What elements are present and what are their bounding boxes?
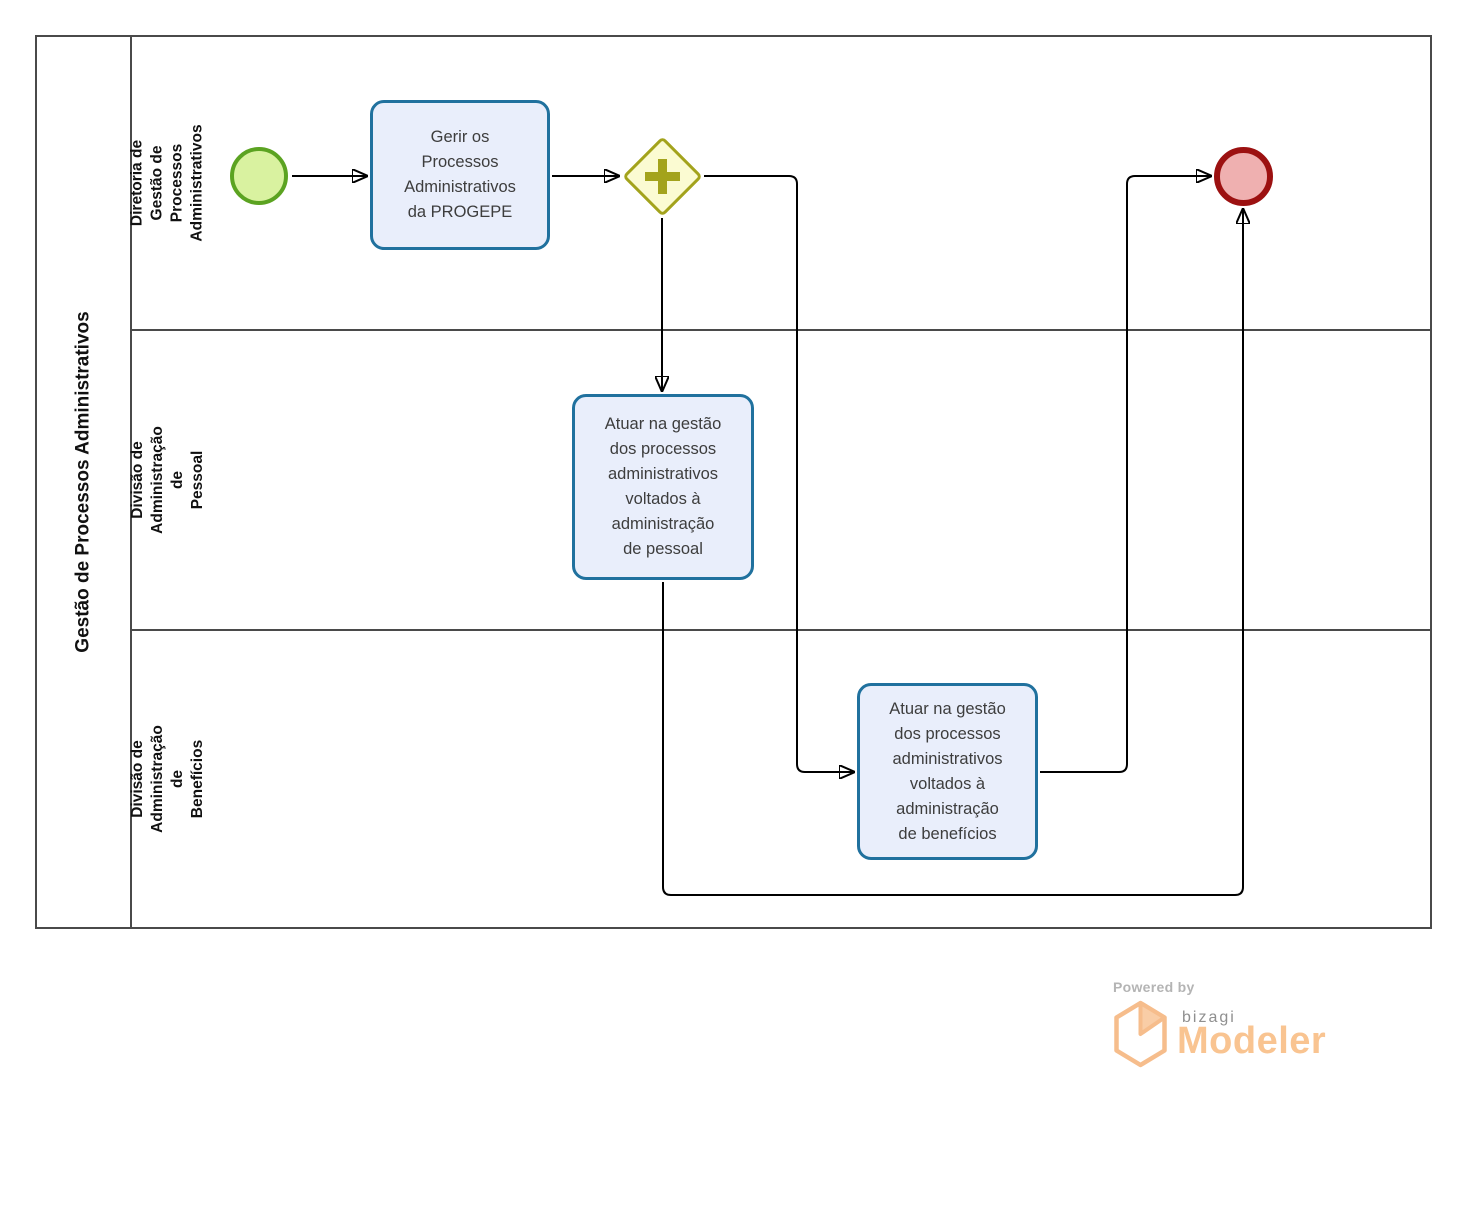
parallel-gateway[interactable]: [622, 136, 703, 217]
lane-pessoal-label: Divisão de Administração de Pessoal: [129, 426, 207, 534]
powered-by-text: Powered by: [1113, 979, 1195, 995]
task-gerir-processos[interactable]: Gerir os Processos Administrativos da PR…: [370, 100, 550, 250]
start-event[interactable]: [230, 147, 288, 205]
end-event[interactable]: [1214, 147, 1273, 206]
lane-divisao-administracao-pessoal: Divisão de Administração de Pessoal: [129, 329, 1430, 629]
lane-diretoria-label: Diretoria de Gestão de Processos Adminis…: [129, 124, 207, 242]
task-beneficios-label: Atuar na gestão dos processos administra…: [889, 699, 1006, 843]
bizagi-logo-icon: [1114, 1000, 1167, 1068]
task-pessoal-label: Atuar na gestão dos processos administra…: [604, 415, 722, 558]
task-gerir-label: Gerir os Processos Administrativos da PR…: [404, 128, 516, 221]
task-gestao-beneficios[interactable]: Atuar na gestão dos processos administra…: [857, 683, 1038, 860]
pool-title: Gestão de Processos Administrativos: [72, 311, 94, 653]
modeler-product-text: Modeler: [1177, 1020, 1327, 1062]
pool-header: Gestão de Processos Administrativos: [37, 37, 132, 927]
task-gestao-pessoal[interactable]: Atuar na gestão dos processos administra…: [572, 394, 754, 580]
lane-beneficios-label: Divisão de Administração de Benefícios: [129, 725, 207, 833]
lane-beneficios-header: Divisão de Administração de Benefícios: [129, 631, 206, 927]
bizagi-brand-text: bizagi: [1182, 1009, 1236, 1026]
lane-diretoria-header: Diretoria de Gestão de Processos Adminis…: [129, 37, 206, 329]
lane-pessoal-header: Divisão de Administração de Pessoal: [129, 331, 206, 629]
lane-divisao-administracao-beneficios: Divisão de Administração de Benefícios: [129, 629, 1430, 927]
gateway-plus-icon-vertical: [658, 159, 667, 194]
